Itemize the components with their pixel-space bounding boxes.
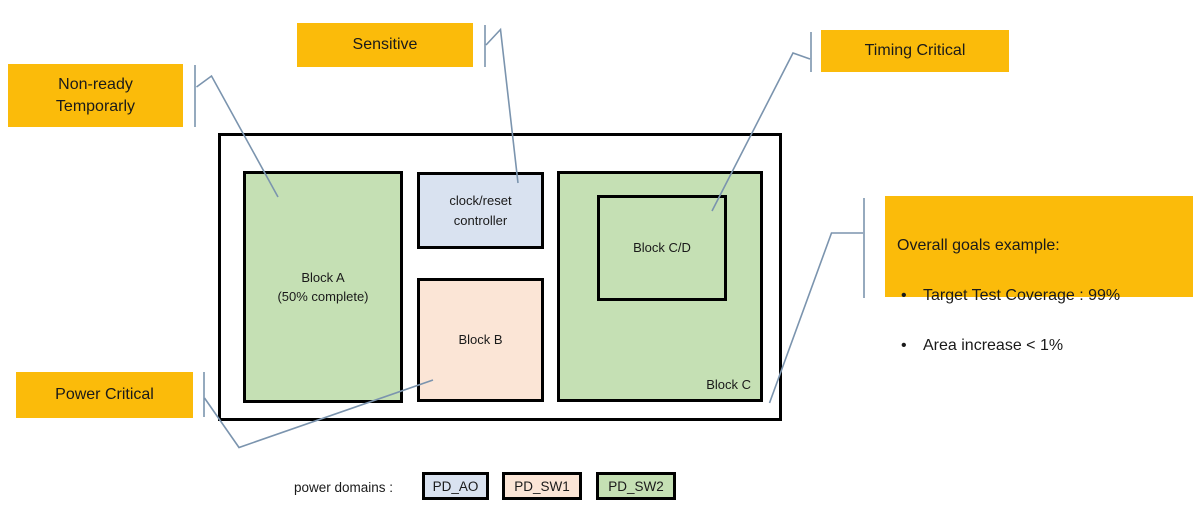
connector-goals-to-block-c — [768, 198, 865, 404]
goals-bullet-text: Target Test Coverage : 99% — [923, 287, 1121, 304]
goals-title: Overall goals example: — [897, 237, 1060, 254]
callout-non-ready-temporarly: Non-ready Temporarly — [8, 64, 183, 127]
bullet-dot-icon: • — [901, 337, 907, 354]
block-c-d: Block C/D — [597, 195, 727, 301]
bullet-dot-icon: • — [901, 287, 907, 304]
callout-sensitive: Sensitive — [297, 23, 473, 67]
block-b: Block B — [417, 278, 544, 402]
goals-bullet-text: Area increase < 1% — [923, 337, 1064, 354]
goals-bullet-item: • Target Test Coverage : 99% — [897, 283, 1187, 308]
legend-chip-pd-ao: PD_AO — [422, 472, 489, 500]
legend-label: power domains : — [294, 480, 394, 495]
callout-timing-critical: Timing Critical — [821, 30, 1009, 72]
clock-reset-controller-block: clock/reset controller — [417, 172, 544, 249]
callout-overall-goals: Overall goals example: • Target Test Cov… — [885, 196, 1193, 354]
block-a: Block A (50% complete) — [243, 171, 403, 403]
goals-bullet-item: • Area increase < 1% — [897, 333, 1187, 358]
legend-chip-pd-sw1: PD_SW1 — [502, 472, 582, 500]
legend-chip-pd-sw2: PD_SW2 — [596, 472, 676, 500]
callout-power-critical: Power Critical — [16, 372, 193, 418]
